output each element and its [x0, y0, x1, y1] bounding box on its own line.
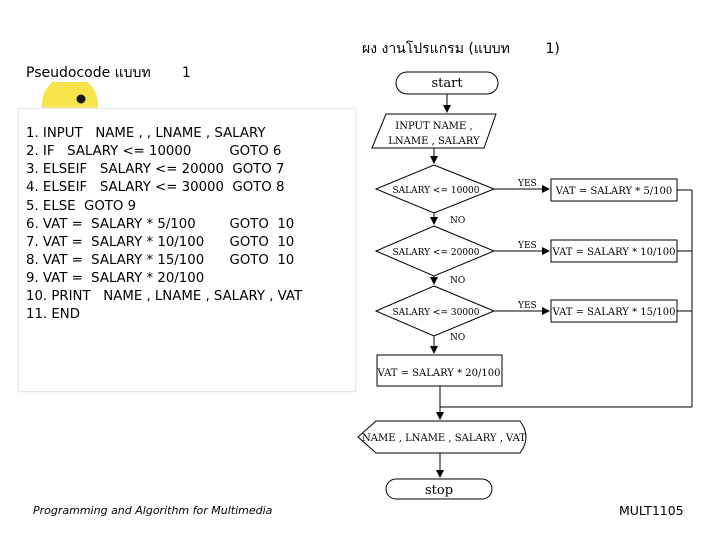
pseudocode-line-1: 1. INPUT NAME , , LNAME , SALARY: [26, 126, 266, 141]
decision-1-label: SALARY <= 10000: [392, 186, 479, 196]
pseudocode-line-8: 8. VAT = SALARY * 15/100 GOTO 10: [26, 253, 295, 268]
input-parallelogram: [371, 113, 497, 149]
no-label-2: NO: [450, 276, 465, 286]
pseudocode-line-6: 6. VAT = SALARY * 5/100 GOTO 10: [26, 217, 295, 232]
yes-label-1: YES: [517, 179, 537, 189]
flowchart-diagram: start INPUT NAME , LNAME , SALARY SALARY…: [357, 71, 693, 500]
input-label-line2: LNAME , SALARY: [388, 136, 480, 147]
no-label-1: NO: [450, 216, 465, 226]
pseudocode-line-11: 11. END: [26, 307, 80, 322]
pseudocode-line-5: 5. ELSE GOTO 9: [26, 199, 137, 214]
output-label: NAME , LNAME , SALARY , VAT: [362, 433, 526, 444]
yes-label-2: YES: [517, 241, 537, 251]
process-2-label: VAT = SALARY * 10/100: [552, 247, 676, 258]
pseudocode-title: Pseudocode แบบท 1: [26, 65, 191, 81]
output-display: [357, 420, 527, 454]
course-title-footer: Programming and Algorithm for Multimedia: [33, 504, 273, 517]
pseudocode-line-10: 10. PRINT NAME , LNAME , SALARY , VAT: [26, 289, 303, 304]
process-3-label: VAT = SALARY * 15/100: [552, 307, 676, 318]
decision-3-label: SALARY <= 30000: [392, 308, 479, 318]
process-4-label: VAT = SALARY * 20/100: [377, 368, 501, 379]
decision-2-label: SALARY <= 20000: [392, 248, 479, 258]
stop-label: stop: [425, 483, 453, 498]
start-label: start: [431, 76, 463, 91]
input-label-line1: INPUT NAME ,: [395, 121, 472, 132]
pseudocode-line-9: 9. VAT = SALARY * 20/100: [26, 271, 205, 286]
pseudocode-line-7: 7. VAT = SALARY * 10/100 GOTO 10: [26, 235, 295, 250]
pseudocode-panel: [18, 108, 356, 392]
pseudocode-line-3: 3. ELSEIF SALARY <= 20000 GOTO 7: [26, 162, 285, 177]
course-code-footer: MULT1105: [619, 503, 684, 518]
flowchart-title: ผง งานโปรแกรม (แบบท 1): [362, 41, 560, 57]
no-label-3: NO: [450, 333, 465, 343]
pseudocode-line-2: 2. IF SALARY <= 10000 GOTO 6: [26, 144, 282, 159]
pseudocode-line-4: 4. ELSEIF SALARY <= 30000 GOTO 8: [26, 180, 285, 195]
yes-label-3: YES: [517, 301, 537, 311]
stop-terminal: [385, 478, 493, 500]
process-1-label: VAT = SALARY * 5/100: [555, 186, 673, 197]
